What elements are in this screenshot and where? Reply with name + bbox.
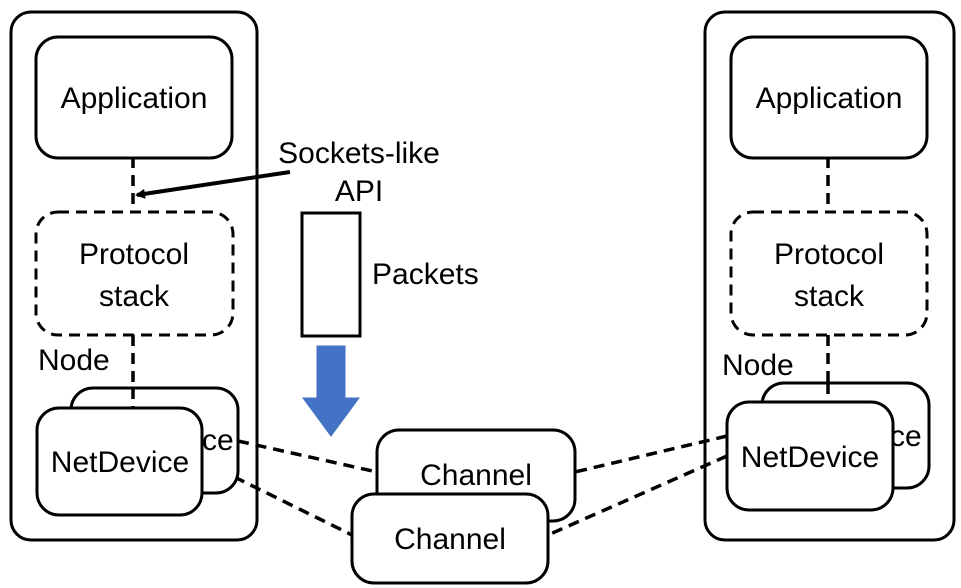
left-node-container xyxy=(9,10,259,542)
right-application-label: Application xyxy=(756,82,903,115)
right-netdevice-to-channel1-line xyxy=(574,434,728,474)
packet-icon xyxy=(300,211,362,338)
channel-front-label: Channel xyxy=(394,523,506,556)
channels: Channel Channel xyxy=(350,428,577,585)
right-node-container xyxy=(703,10,956,542)
left-netdevice-back-partial-label: ce xyxy=(202,424,234,457)
packets-annotation: Packets xyxy=(300,211,479,437)
right-application-box xyxy=(729,35,929,160)
right-node: Application Protocol stack Node ce NetDe… xyxy=(703,10,956,542)
left-netdevice-front-box xyxy=(35,406,204,517)
left-node-label: Node xyxy=(38,344,110,377)
left-protocol-stack-box xyxy=(34,210,235,337)
down-arrow-icon xyxy=(302,345,360,437)
left-protocol-stack-label-line2: stack xyxy=(99,280,170,313)
right-protocol-stack-box xyxy=(729,210,929,337)
left-netdevice-front-label: NetDevice xyxy=(51,446,189,479)
right-netdevice-front-label: NetDevice xyxy=(741,441,879,474)
left-application-box xyxy=(34,35,234,160)
left-netdevice-to-channel1-line xyxy=(237,439,378,474)
sockets-api-annotation: Sockets-like API xyxy=(135,137,440,208)
right-protocol-stack-label-line1: Protocol xyxy=(774,238,884,271)
channel-front-box xyxy=(350,492,550,585)
right-netdevice-back-partial-label: ce xyxy=(890,420,922,453)
sockets-api-arrow xyxy=(135,170,291,199)
packets-label: Packets xyxy=(372,258,479,291)
left-node: Application Protocol stack Node ce NetDe… xyxy=(9,10,259,542)
right-protocol-stack-label-line2: stack xyxy=(794,280,865,313)
right-node-label: Node xyxy=(722,349,794,382)
sockets-api-label-line1: Sockets-like xyxy=(278,137,440,170)
left-protocol-stack-label-line1: Protocol xyxy=(79,238,189,271)
channel-back-label: Channel xyxy=(420,459,532,492)
left-application-label: Application xyxy=(61,82,208,115)
right-netdevice-to-channel2-line xyxy=(547,454,728,537)
right-netdevice-front-box xyxy=(725,400,895,512)
sockets-api-label-line2: API xyxy=(335,175,383,208)
